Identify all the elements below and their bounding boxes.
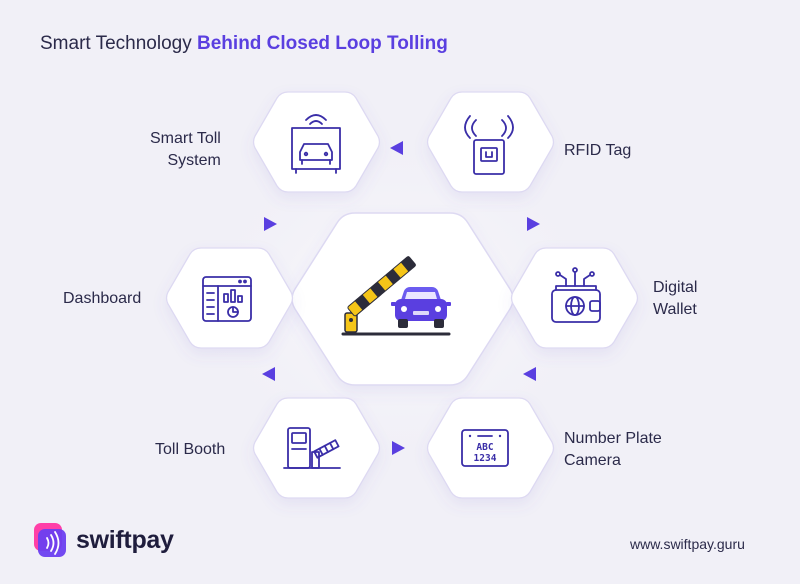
title-highlight: Behind Closed Loop Tolling xyxy=(197,33,448,54)
plate-text-line2: 1234 xyxy=(474,453,497,464)
swiftpay-logo-icon xyxy=(34,523,66,557)
label-line1: Digital xyxy=(653,279,698,296)
flow-arrows xyxy=(262,141,540,455)
hexagon-rfid-tag xyxy=(426,91,555,193)
label-rfid-tag: RFID Tag xyxy=(564,140,631,162)
label-line1: Smart Toll xyxy=(150,130,221,147)
hexagon-dashboard xyxy=(165,247,294,349)
dashboard-window-icon xyxy=(202,276,252,322)
label-toll-booth: Toll Booth xyxy=(155,439,225,461)
arrow-right-icon xyxy=(392,441,405,455)
rfid-tag-icon xyxy=(464,115,514,175)
title-normal: Smart Technology xyxy=(40,33,198,54)
hexagon-smart-toll-system xyxy=(252,91,381,193)
label-line2: Wallet xyxy=(653,301,697,318)
center-car xyxy=(391,287,451,328)
hexagon-toll-booth xyxy=(252,397,381,499)
arrow-right-icon xyxy=(264,217,277,231)
hexagon-digital-wallet xyxy=(510,247,639,349)
brand: swiftpay xyxy=(34,523,174,557)
plate-text-line1: ABC xyxy=(476,442,493,453)
label-line1: Number Plate xyxy=(564,430,662,447)
arrow-left-icon xyxy=(390,141,403,155)
label-dashboard: Dashboard xyxy=(63,288,141,310)
plate-camera-icon: ABC 1234 xyxy=(461,429,509,467)
center-hexagon xyxy=(291,212,514,386)
footer-url[interactable]: www.swiftpay.guru xyxy=(630,536,745,552)
globe-wallet-icon xyxy=(551,267,601,323)
label-line2: System xyxy=(167,152,221,169)
arrow-left-icon xyxy=(523,367,536,381)
label-digital-wallet: Digital Wallet xyxy=(653,277,697,321)
label-line1: RFID Tag xyxy=(564,142,632,159)
label-line1: Dashboard xyxy=(63,290,142,307)
arrow-right-icon xyxy=(527,217,540,231)
hexagon-number-plate-camera: ABC 1234 xyxy=(426,397,555,499)
toll-booth-barrier-icon xyxy=(283,427,341,469)
label-number-plate-camera: Number Plate Camera xyxy=(564,428,662,472)
toll-gate-car-icon xyxy=(341,255,451,336)
label-smart-toll-system: Smart Toll System xyxy=(150,128,221,172)
arrow-left-icon xyxy=(262,367,275,381)
label-line1: Toll Booth xyxy=(155,441,226,458)
label-line2: Camera xyxy=(564,452,621,469)
brand-name: swiftpay xyxy=(76,525,174,554)
car-in-frame-signal-icon xyxy=(291,114,341,174)
page-title: Smart Technology Behind Closed Loop Toll… xyxy=(40,33,448,55)
